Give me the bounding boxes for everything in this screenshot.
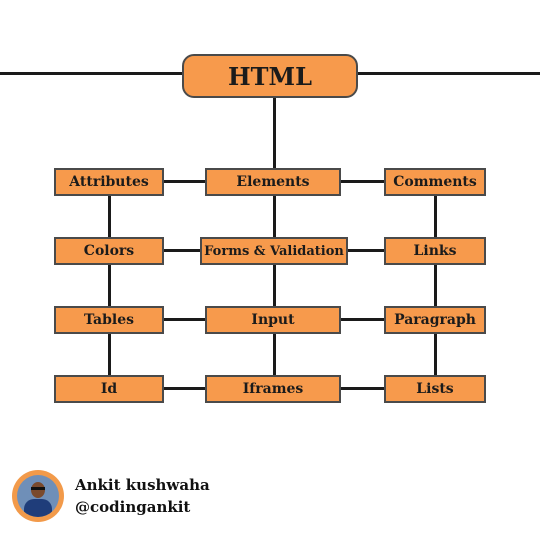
author-name: Ankit kushwaha: [75, 476, 210, 494]
node-iframes: Iframes: [205, 375, 341, 403]
author-handle: @codingankit: [75, 498, 191, 516]
node-elements: Elements: [205, 168, 341, 196]
avatar-photo-icon: [17, 475, 59, 517]
left-column-line: [108, 193, 111, 378]
node-attributes: Attributes: [54, 168, 164, 196]
node-tables: Tables: [54, 306, 164, 334]
root-to-elements-line: [273, 96, 276, 171]
node-html-root: HTML: [182, 54, 358, 98]
center-column-line: [273, 193, 276, 378]
node-id: Id: [54, 375, 164, 403]
node-colors: Colors: [54, 237, 164, 265]
node-comments: Comments: [384, 168, 486, 196]
node-lists: Lists: [384, 375, 486, 403]
node-paragraph: Paragraph: [384, 306, 486, 334]
node-input: Input: [205, 306, 341, 334]
author-avatar: [12, 470, 64, 522]
node-links: Links: [384, 237, 486, 265]
node-forms-validation: Forms & Validation: [200, 237, 348, 265]
right-column-line: [434, 193, 437, 378]
